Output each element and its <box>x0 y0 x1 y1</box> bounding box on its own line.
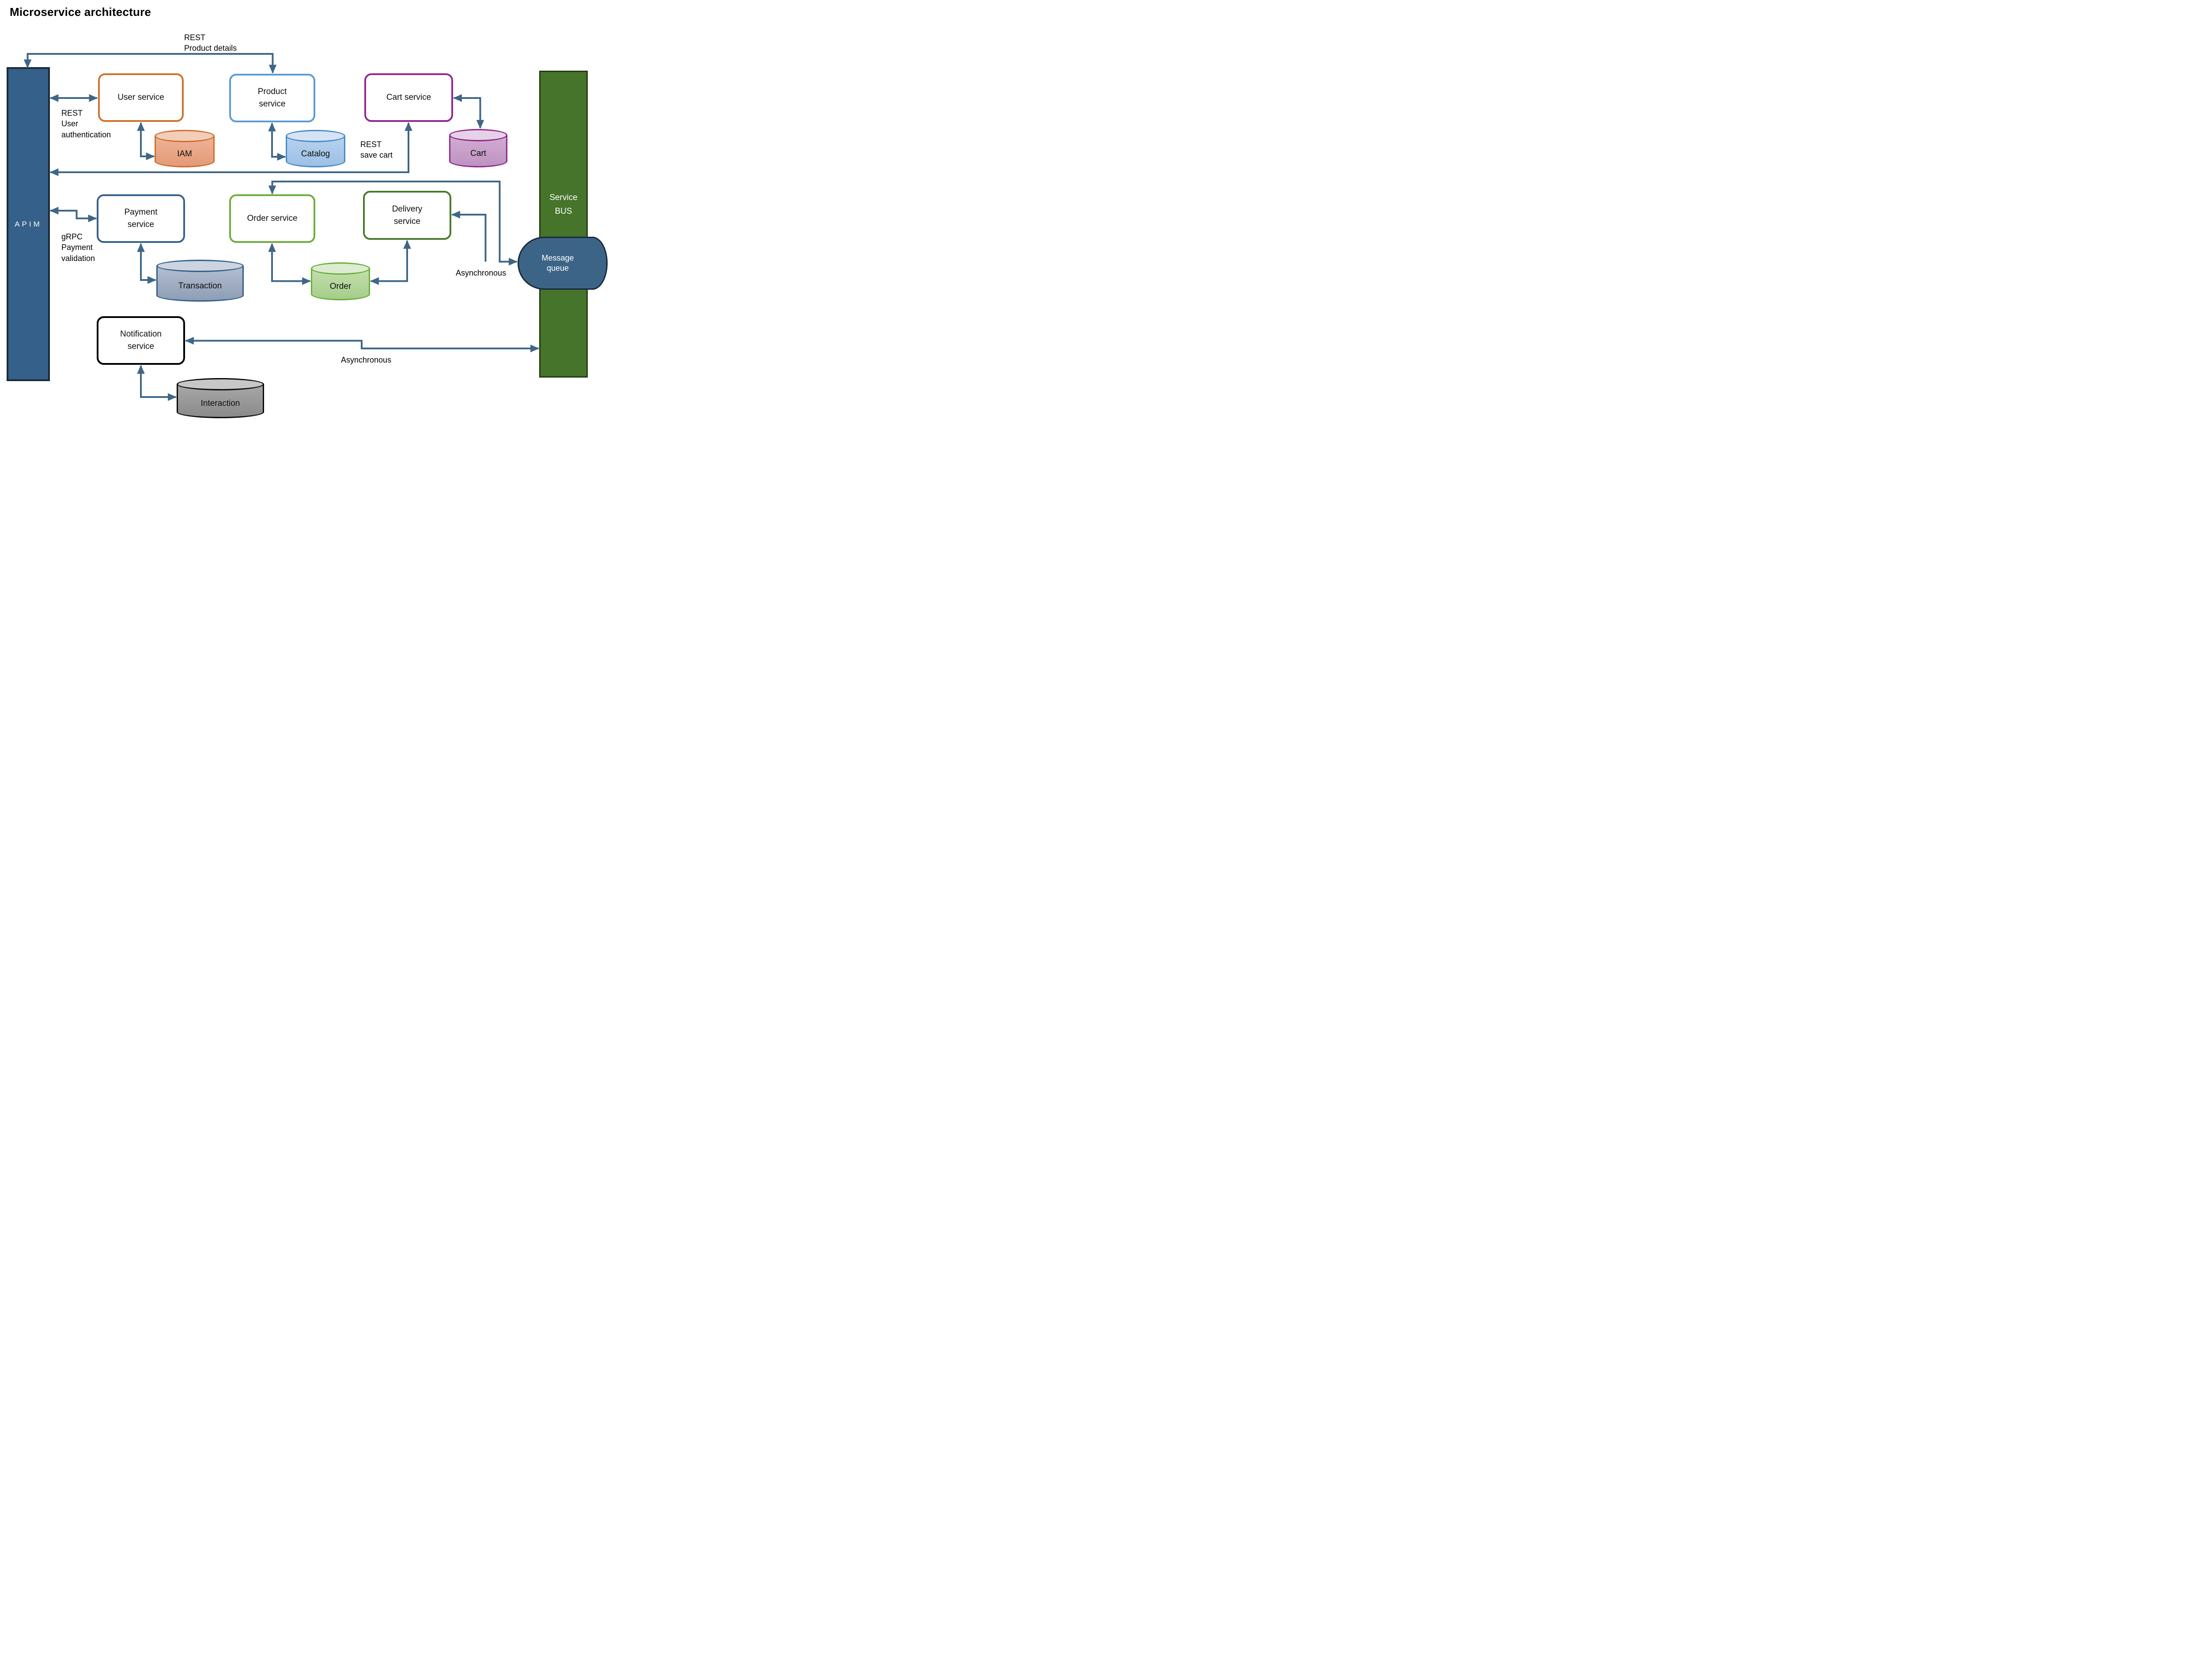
connector-user-iam <box>137 122 155 160</box>
connector-payment-transaction <box>137 243 157 284</box>
edge-label-save-cart: REST save cart <box>360 140 393 160</box>
connector-order-orderdb <box>268 243 311 285</box>
apim-label: APIM <box>15 219 42 228</box>
message-queue-body <box>518 237 594 290</box>
connector-apim-payment-grpc <box>49 207 97 223</box>
message-queue: Message queue <box>518 237 608 290</box>
edge-label-asynchronous-notification: Asynchronous <box>341 356 392 364</box>
apim-bar: APIM <box>7 67 50 381</box>
database-label-interaction: Interaction <box>200 398 240 408</box>
edge-label-payment-validation: gRPC Payment validation <box>61 232 95 263</box>
database-catalog: Catalog <box>286 130 345 167</box>
database-label-catalog: Catalog <box>301 149 330 159</box>
diagram-canvas: Microservice architecture APIM Service B… <box>0 0 608 420</box>
page-title: Microservice architecture <box>10 5 151 19</box>
connector-queue-delivery <box>451 211 487 262</box>
edge-label-product-details: REST Product details <box>184 33 237 53</box>
service-box-payment: Payment service <box>97 194 185 243</box>
database-interaction: Interaction <box>177 378 264 418</box>
service-box-order: Order service <box>229 194 315 243</box>
connector-order-queue <box>268 181 518 266</box>
service-box-user: User service <box>98 73 184 122</box>
database-cart-top <box>449 129 507 141</box>
service-label-cart: Cart service <box>386 93 431 102</box>
edge-label-user-authentication: REST User authentication <box>61 109 111 139</box>
connector-cart-apim-savecart <box>49 122 412 176</box>
connector-cart-cartdb <box>453 94 484 129</box>
database-cart: Cart <box>449 129 507 167</box>
edge-label-asynchronous-queue: Asynchronous <box>456 269 507 277</box>
database-order: Order <box>311 262 370 300</box>
service-label-payment: Payment service <box>124 208 158 229</box>
service-label-user: User service <box>117 93 164 102</box>
connector-delivery-orderdb <box>370 240 411 285</box>
service-label-delivery: Delivery service <box>392 204 423 226</box>
database-transaction-top <box>156 260 244 272</box>
database-label-cart: Cart <box>470 148 486 158</box>
connector-apim-product-rest <box>23 53 277 74</box>
connector-product-catalog <box>268 122 286 161</box>
database-label-order: Order <box>329 282 352 291</box>
service-label-notification: Notification service <box>120 329 162 351</box>
service-box-notification: Notification service <box>97 316 185 365</box>
message-queue-label: Message queue <box>541 253 574 272</box>
connector-notification-interaction <box>137 365 177 401</box>
service-box-delivery: Delivery service <box>363 191 451 240</box>
database-label-transaction: Transaction <box>178 281 222 291</box>
service-label-order: Order service <box>247 214 298 223</box>
connector-bus-notification-async <box>185 337 540 352</box>
service-box-cart: Cart service <box>364 73 453 122</box>
database-label-iam: IAM <box>177 149 192 159</box>
database-interaction-top <box>177 378 264 390</box>
database-transaction: Transaction <box>156 260 244 302</box>
service-label-product: Product service <box>257 87 287 109</box>
service-bus-label: Service BUS <box>549 193 578 216</box>
connector-layer <box>23 53 540 401</box>
database-iam: IAM <box>155 130 215 167</box>
service-bus-bar: Service BUS <box>539 71 588 378</box>
service-box-product: Product service <box>229 74 315 122</box>
